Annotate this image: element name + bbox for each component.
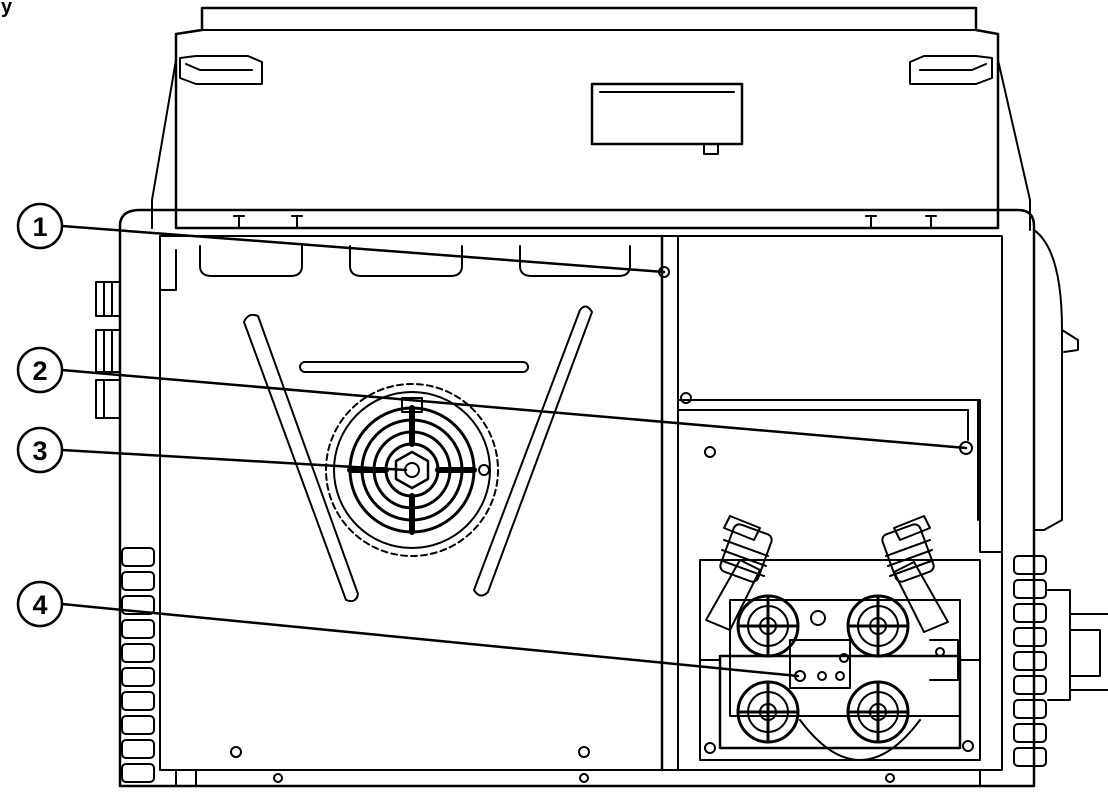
callout-circle — [16, 426, 64, 474]
callout-number: 1 — [32, 212, 47, 242]
callout-2: 2 — [16, 346, 968, 450]
right-side-cover — [1033, 229, 1108, 701]
header-fragment: y — [1, 0, 13, 18]
callout-1: 1 — [16, 202, 666, 274]
top-lid — [174, 6, 1000, 230]
right-vent-grille — [1013, 555, 1047, 767]
callout-circle — [16, 580, 64, 628]
compartment-divider — [660, 234, 1003, 772]
callout-number: 3 — [32, 436, 47, 466]
screws — [230, 266, 974, 783]
callout-3: 3 — [16, 426, 408, 474]
spool-arms — [243, 305, 593, 603]
spool-hub — [325, 383, 499, 557]
callout-number: 4 — [32, 590, 47, 620]
wire-feed-drive — [699, 515, 981, 761]
left-side-connectors — [95, 281, 121, 419]
callout-circle — [16, 202, 64, 250]
main-housing — [118, 208, 1036, 788]
left-vent-grille — [121, 547, 155, 783]
callout-circle — [16, 346, 64, 394]
callout-4: 4 — [16, 580, 800, 678]
callout-number: 2 — [32, 356, 47, 386]
